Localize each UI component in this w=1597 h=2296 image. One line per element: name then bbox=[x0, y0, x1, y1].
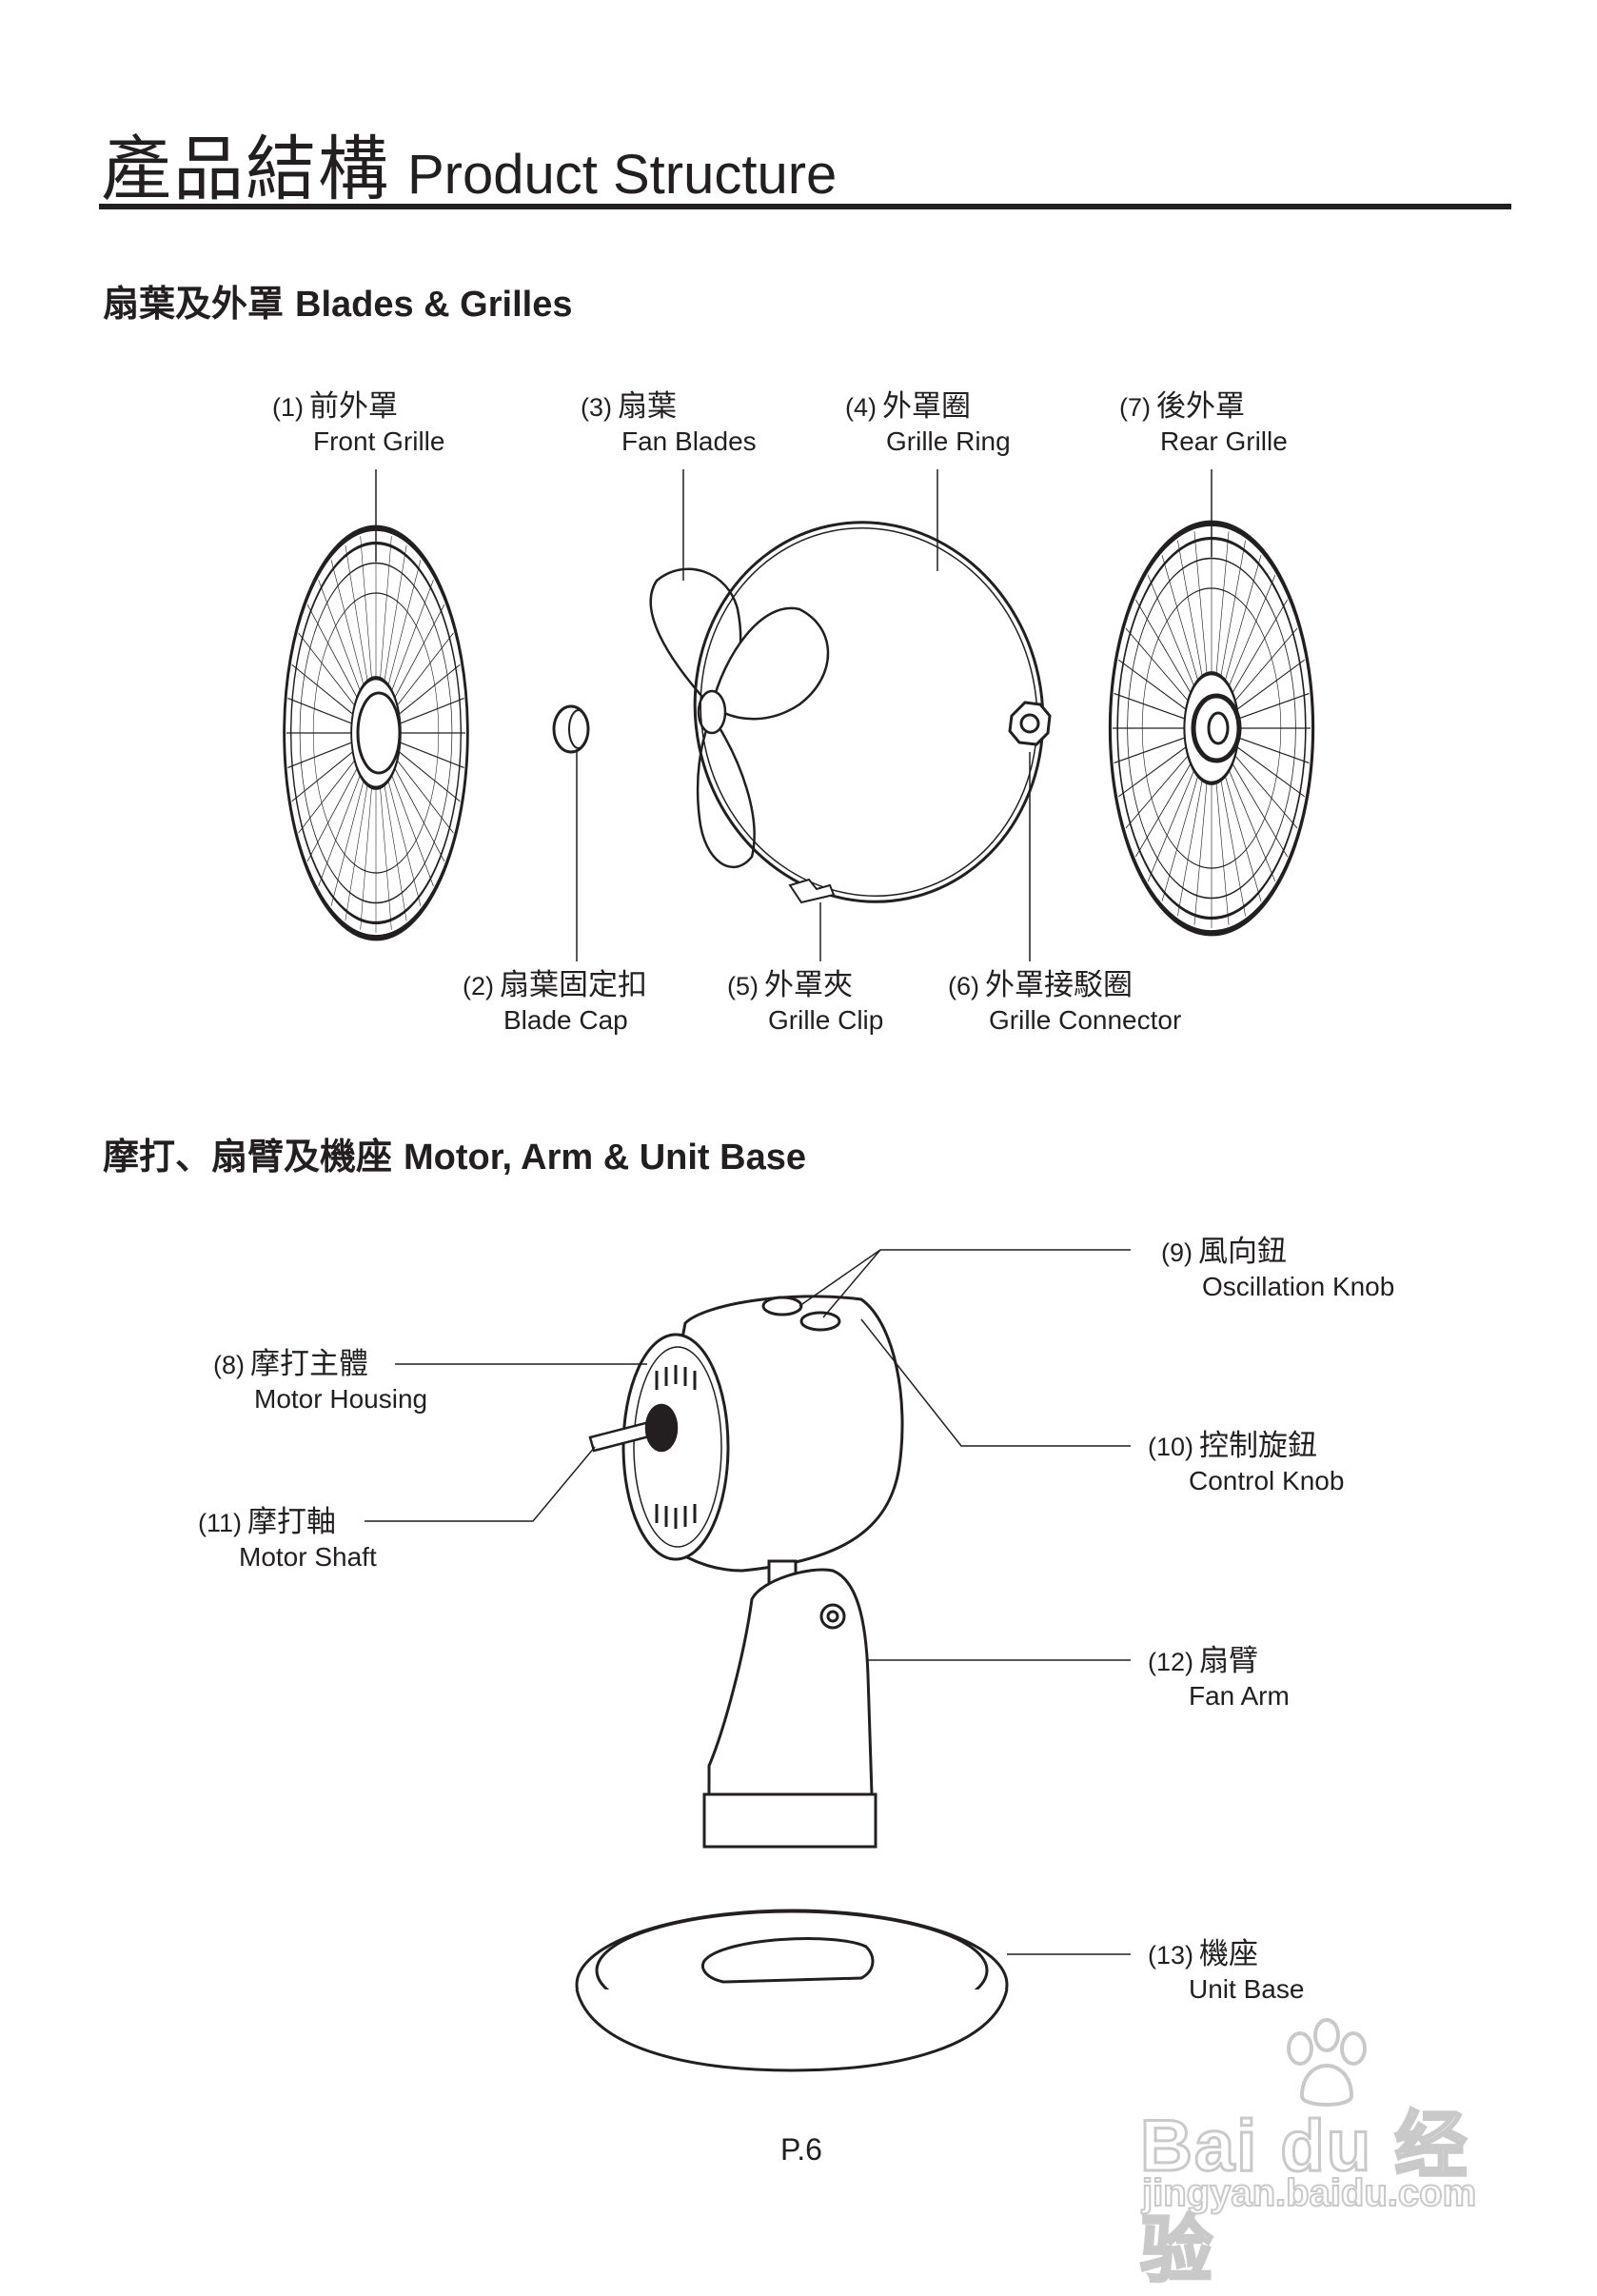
callout-en: Blade Cap bbox=[503, 1005, 628, 1035]
callout-en: Rear Grille bbox=[1160, 426, 1288, 456]
callout-num: (8) bbox=[213, 1351, 245, 1379]
callout-front-grille: (1)前外罩 Front Grille bbox=[272, 388, 444, 458]
callout-en: Oscillation Knob bbox=[1202, 1272, 1395, 1301]
callout-num: (3) bbox=[581, 393, 612, 422]
callout-num: (7) bbox=[1119, 393, 1151, 422]
callout-en: Grille Clip bbox=[768, 1005, 884, 1035]
section-heading-motor-zh: 摩打、扇臂及機座 bbox=[103, 1136, 393, 1178]
callout-oscillation-knob: (9)風向鈕 Oscillation Knob bbox=[1161, 1234, 1394, 1303]
callout-grille-clip: (5)外罩夾 Grille Clip bbox=[727, 967, 883, 1037]
page-title: 產品結構 Product Structure bbox=[101, 112, 837, 214]
callout-num: (10) bbox=[1148, 1433, 1194, 1461]
rear-grille bbox=[1108, 520, 1315, 937]
callout-num: (6) bbox=[948, 972, 979, 1000]
callout-en: Control Knob bbox=[1189, 1466, 1345, 1495]
callout-zh: 後外罩 bbox=[1156, 389, 1245, 424]
callout-zh: 外罩接駁圈 bbox=[985, 968, 1133, 1002]
callout-motor-shaft: (11)摩打軸 Motor Shaft bbox=[198, 1504, 377, 1574]
callout-en: Grille Ring bbox=[886, 426, 1011, 456]
callout-unit-base: (13)機座 Unit Base bbox=[1148, 1936, 1304, 2006]
motor-housing bbox=[621, 1295, 904, 1573]
callout-motor-housing: (8)摩打主體 Motor Housing bbox=[213, 1346, 427, 1415]
callout-num: (11) bbox=[198, 1509, 243, 1537]
callout-num: (1) bbox=[272, 393, 304, 422]
oscillation-knob bbox=[761, 1296, 841, 1332]
title-rule bbox=[99, 204, 1511, 209]
motor-vents bbox=[655, 1365, 697, 1529]
callout-num: (9) bbox=[1161, 1238, 1193, 1267]
callout-num: (13) bbox=[1148, 1941, 1194, 1969]
callout-zh: 外罩夾 bbox=[764, 968, 853, 1002]
section-heading-blades-zh: 扇葉及外罩 bbox=[103, 283, 285, 325]
blade-cap bbox=[552, 704, 590, 754]
callout-num: (5) bbox=[727, 972, 759, 1000]
callout-num: (12) bbox=[1148, 1648, 1194, 1676]
callout-en: Motor Housing bbox=[254, 1384, 428, 1414]
grille-clip bbox=[788, 878, 836, 904]
callout-en: Unit Base bbox=[1189, 1974, 1305, 2004]
leader-lines-section1 bbox=[375, 469, 1213, 961]
callout-zh: 控制旋鈕 bbox=[1199, 1429, 1318, 1463]
callout-zh: 機座 bbox=[1199, 1937, 1259, 1971]
callout-grille-connector: (6)外罩接駁圈 Grille Connector bbox=[948, 967, 1181, 1037]
unit-base bbox=[575, 1909, 1009, 2072]
callout-fan-arm: (12)扇臂 Fan Arm bbox=[1148, 1643, 1290, 1712]
page-title-zh: 產品結構 bbox=[101, 129, 390, 210]
grille-connector bbox=[1008, 701, 1052, 746]
callout-num: (4) bbox=[845, 393, 877, 422]
callout-zh: 扇臂 bbox=[1199, 1644, 1259, 1678]
watermark-url: jingyan.baidu.com bbox=[1141, 2171, 1477, 2215]
callout-fan-blades: (3)扇葉 Fan Blades bbox=[581, 388, 757, 458]
callout-zh: 風向鈕 bbox=[1198, 1235, 1287, 1269]
callout-blade-cap: (2)扇葉固定扣 Blade Cap bbox=[463, 967, 647, 1037]
callout-en: Fan Arm bbox=[1189, 1681, 1290, 1711]
callout-zh: 摩打主體 bbox=[250, 1347, 368, 1381]
section-heading-motor: 摩打、扇臂及機座 Motor, Arm & Unit Base bbox=[103, 1127, 806, 1179]
callout-grille-ring: (4)外罩圈 Grille Ring bbox=[845, 388, 1011, 458]
callout-en: Fan Blades bbox=[621, 426, 757, 456]
motor-shaft bbox=[588, 1403, 679, 1453]
callout-num: (2) bbox=[463, 972, 494, 1000]
fan-blades bbox=[649, 567, 830, 869]
section-heading-motor-en: Motor, Arm & Unit Base bbox=[404, 1138, 806, 1178]
callout-en: Grille Connector bbox=[989, 1005, 1182, 1035]
fan-arm bbox=[702, 1559, 877, 1849]
grille-ring bbox=[693, 521, 1045, 903]
callout-zh: 扇葉固定扣 bbox=[500, 968, 647, 1002]
paw-icon bbox=[1287, 2018, 1367, 2107]
callout-rear-grille: (7)後外罩 Rear Grille bbox=[1119, 388, 1288, 458]
callout-zh: 外罩圈 bbox=[882, 389, 971, 424]
section-heading-blades-en: Blades & Grilles bbox=[295, 285, 573, 325]
front-grille bbox=[283, 525, 469, 941]
page-title-en: Product Structure bbox=[407, 144, 838, 206]
page-number: P.6 bbox=[780, 2132, 822, 2167]
leader-lines-section2 bbox=[365, 1249, 1131, 1955]
callout-zh: 扇葉 bbox=[618, 389, 677, 424]
callout-zh: 前外罩 bbox=[309, 389, 398, 424]
callout-en: Front Grille bbox=[313, 426, 445, 456]
callout-zh: 摩打軸 bbox=[247, 1505, 337, 1539]
baidu-watermark: Bai du 经验 jingyan.baidu.com bbox=[1131, 2018, 1511, 2293]
callout-en: Motor Shaft bbox=[239, 1542, 377, 1572]
callout-control-knob: (10)控制旋鈕 Control Knob bbox=[1148, 1428, 1344, 1497]
